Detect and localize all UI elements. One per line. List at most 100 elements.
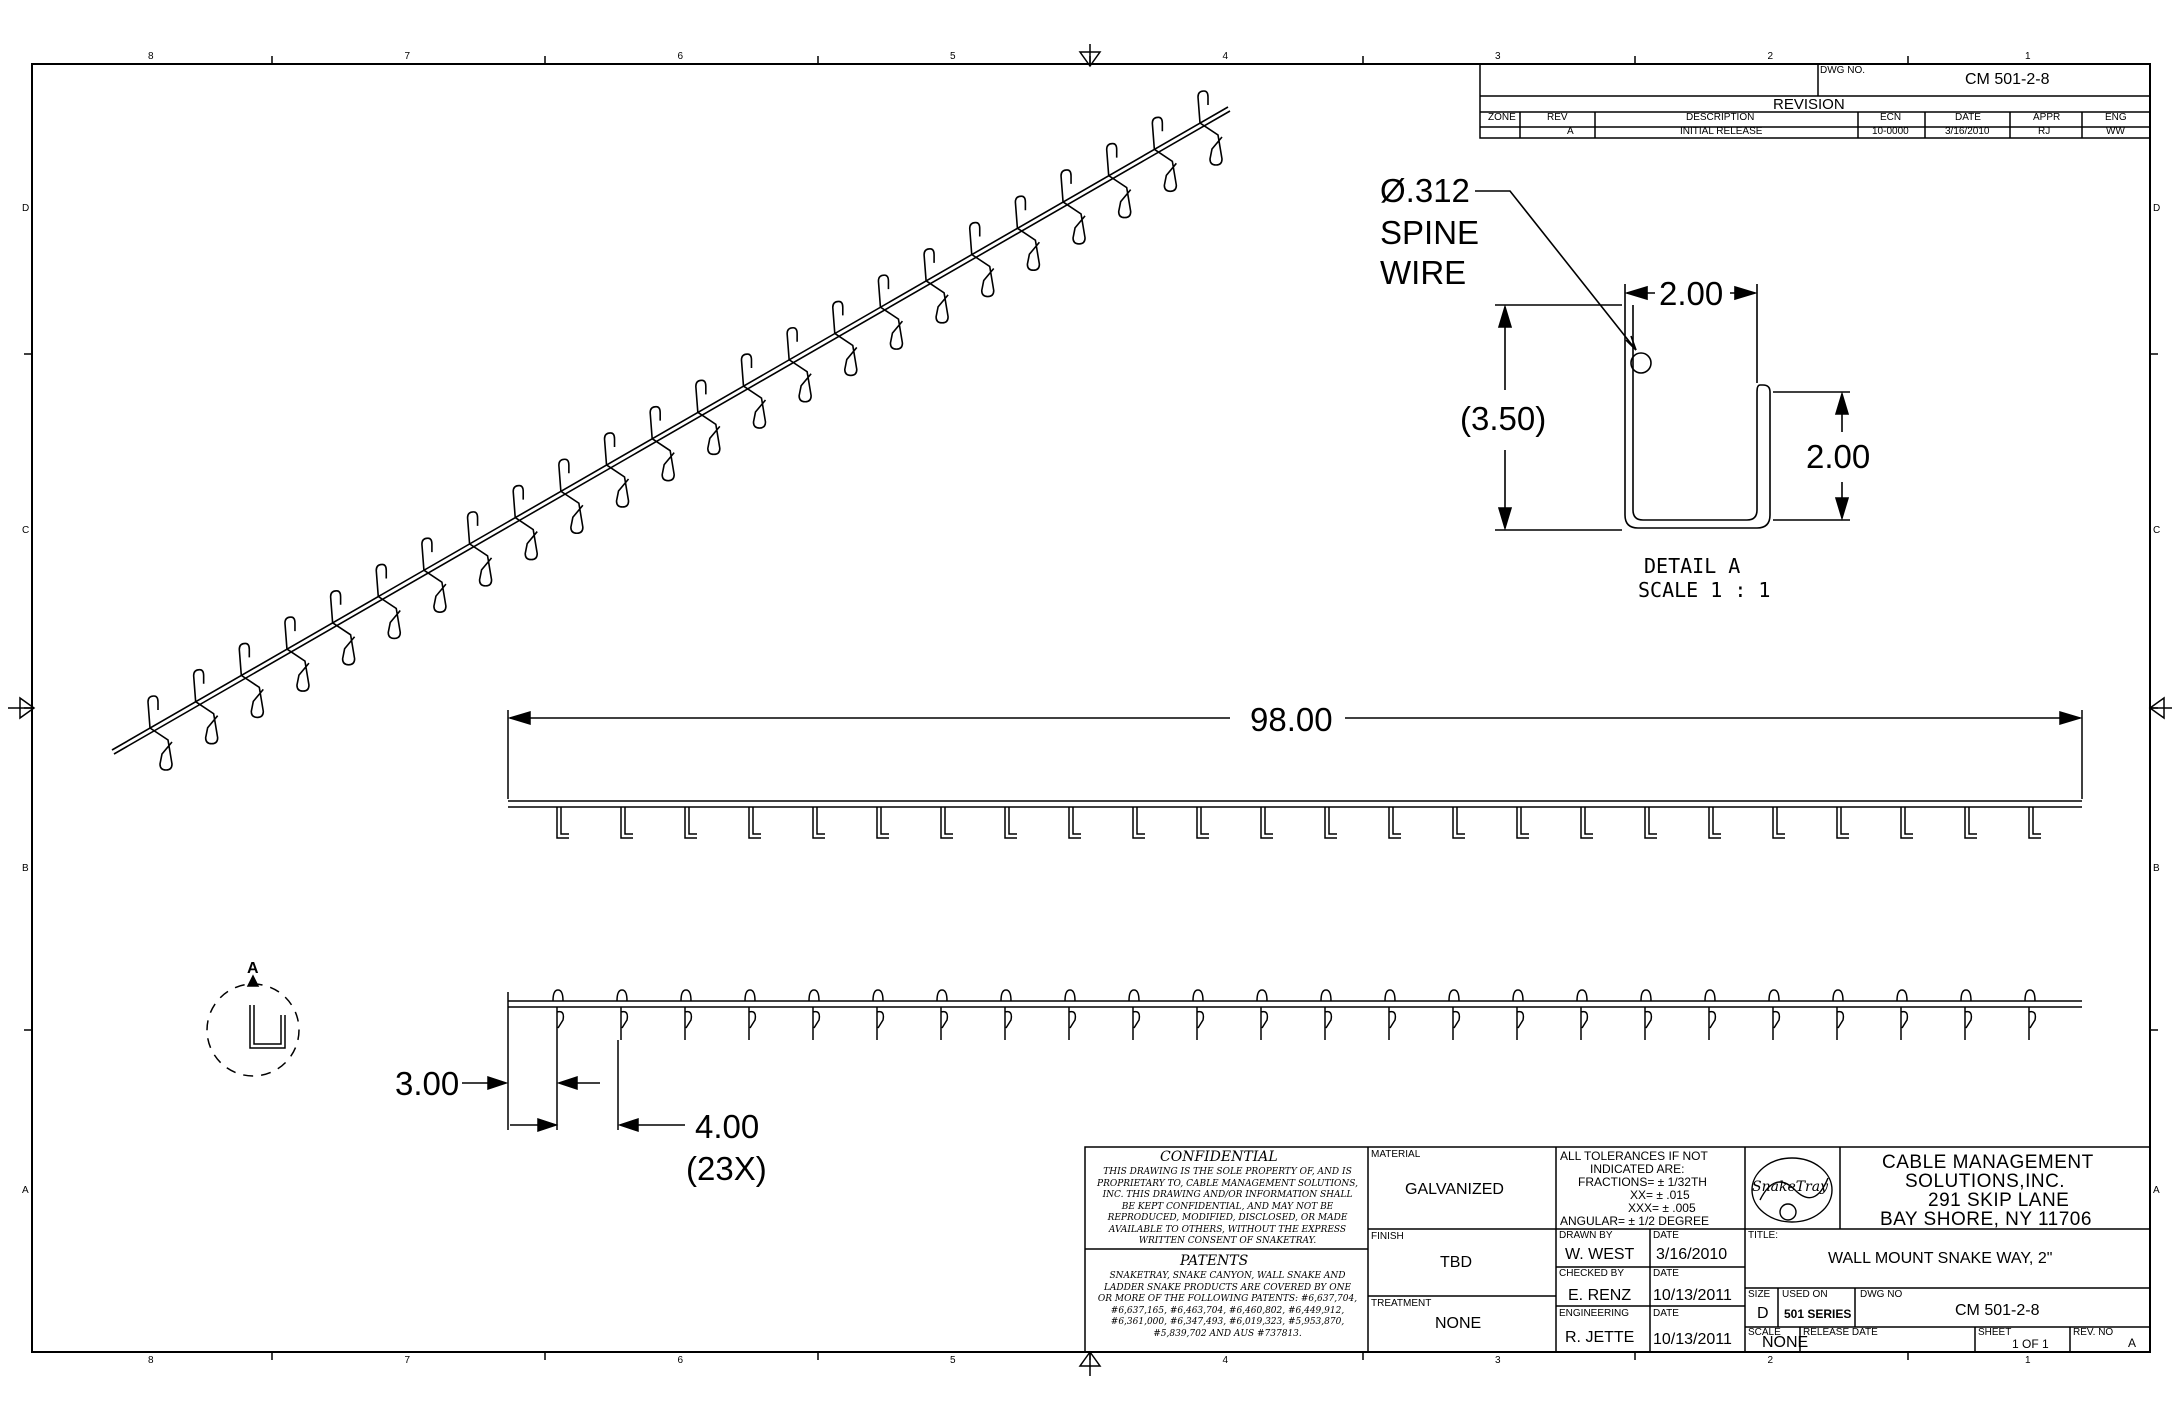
- release-date-label: RELEASE DATE: [1803, 1327, 1878, 1338]
- tolerance-line: ALL TOLERANCES IF NOT: [1560, 1149, 1708, 1163]
- detail-a-profile: [1475, 190, 1850, 531]
- rev-header-zone: ZONE: [1488, 112, 1516, 123]
- checked-date-value: 10/13/2011: [1653, 1287, 1732, 1304]
- logo-text: SnakeTray: [1752, 1179, 1829, 1195]
- hook: [375, 563, 402, 640]
- detail-a-callout: [206, 974, 300, 1077]
- company-line: 291 SKIP LANE: [1928, 1190, 2070, 1211]
- pitch-dim: 4.00: [695, 1108, 760, 1145]
- sheet-label: SHEET: [1978, 1327, 2012, 1338]
- isometric-wire-strip: [111, 90, 1231, 771]
- dwg-no-title-label: DWG NO: [1860, 1289, 1903, 1300]
- spine-wire: [113, 110, 1231, 755]
- confidential-title: CONFIDENTIAL: [1160, 1149, 1278, 1165]
- zone-letter-right: A: [2153, 1185, 2160, 1196]
- checked-by-value: E. RENZ: [1568, 1287, 1632, 1304]
- zone-number-top: 7: [404, 51, 411, 62]
- drawing-border: [31, 63, 2151, 1353]
- zone-number-top: 2: [1767, 51, 1774, 62]
- top-hook: [2024, 989, 2037, 1040]
- title-block-grid: [1084, 1146, 2151, 1353]
- confidential-line: BE KEPT CONFIDENTIAL, AND MAY NOT BE: [1121, 1201, 1334, 1212]
- top-hook: [1896, 989, 1909, 1040]
- hook: [1105, 142, 1132, 219]
- rev-header-date: DATE: [1955, 112, 1981, 123]
- patents-line: LADDER SNAKE PRODUCTS ARE COVERED BY ONE: [1103, 1282, 1352, 1293]
- hook: [466, 511, 493, 587]
- front-tooth: [812, 807, 825, 839]
- drawn-by-label: DRAWN BY: [1559, 1230, 1613, 1241]
- hook: [831, 300, 858, 377]
- top-hook: [1960, 989, 1973, 1040]
- drawing-title: WALL MOUNT SNAKE WAY, 2": [1828, 1250, 2053, 1267]
- hook: [147, 695, 173, 771]
- front-tooth: [1708, 807, 1721, 839]
- scale-value: NONE: [1762, 1334, 1809, 1351]
- top-hook: [1448, 989, 1461, 1040]
- confidential-line: WRITTEN CONSENT OF SNAKETRAY.: [1138, 1236, 1317, 1246]
- company-line: BAY SHORE, NY 11706: [1880, 1209, 2092, 1230]
- front-tooth: [1772, 807, 1785, 839]
- size-label: SIZE: [1748, 1289, 1771, 1300]
- front-tooth: [1964, 807, 1977, 839]
- finish-label: FINISH: [1371, 1231, 1404, 1242]
- hook: [649, 405, 675, 482]
- hook: [512, 484, 539, 561]
- zone-number-bottom: 3: [1495, 1355, 1501, 1366]
- tolerance-line: INDICATED ARE:: [1590, 1162, 1685, 1176]
- front-tooth: [684, 807, 697, 839]
- hook: [1060, 169, 1086, 245]
- drawn-by-value: W. WEST: [1565, 1246, 1635, 1263]
- hook: [558, 458, 584, 535]
- top-hook: [616, 989, 629, 1040]
- zone-number-bottom: 4: [1222, 1355, 1229, 1366]
- confidential-line: PROPRIETARY TO, CABLE MANAGEMENT SOLUTIO…: [1097, 1178, 1358, 1189]
- hook: [968, 221, 995, 298]
- top-hook: [1000, 989, 1013, 1040]
- front-tooth: [1132, 807, 1145, 839]
- rev-row-eng: WW: [2106, 126, 2125, 137]
- detail-hook-dim: 2.00: [1806, 438, 1871, 475]
- pitch-count: (23X): [686, 1150, 767, 1187]
- section-marker-label: A: [247, 960, 259, 977]
- rev-row-rev: A: [1567, 126, 1574, 137]
- dwg-no-value: CM 501-2-8: [1955, 1302, 2040, 1319]
- zone-letter-right: B: [2153, 863, 2160, 874]
- tolerance-line: XXX= ± .005: [1628, 1201, 1696, 1215]
- detail-caption: DETAIL A: [1644, 554, 1741, 578]
- zone-number-bottom: 6: [677, 1355, 684, 1366]
- hook: [1151, 116, 1178, 193]
- hook: [695, 379, 721, 456]
- hook: [1197, 90, 1223, 166]
- rev-header-appr: APPR: [2033, 112, 2061, 123]
- hook: [192, 668, 219, 745]
- scale-label: SCALE: [1748, 1327, 1781, 1338]
- front-tooth: [1324, 807, 1337, 839]
- checked-date-label: DATE: [1653, 1268, 1679, 1279]
- zone-letter-left: A: [22, 1185, 29, 1196]
- start-offset-dim: 3.00: [395, 1065, 460, 1102]
- rev-no-label: REV. NO: [2073, 1327, 2114, 1338]
- front-tooth: [2028, 807, 2041, 839]
- front-tooth: [1260, 807, 1273, 839]
- top-hook: [1512, 989, 1525, 1040]
- front-tooth: [1900, 807, 1913, 839]
- rev-row-ecn: 10-0000: [1872, 126, 1909, 137]
- hook: [329, 589, 356, 666]
- spine-wire: [111, 106, 1229, 751]
- front-tooth: [1516, 807, 1529, 839]
- top-hook: [1704, 989, 1717, 1040]
- treatment-value: NONE: [1435, 1315, 1482, 1332]
- revision-table: [1479, 63, 2151, 150]
- finish-value: TBD: [1440, 1254, 1472, 1271]
- company-line: SOLUTIONS,INC.: [1905, 1171, 2066, 1192]
- confidential-line: THIS DRAWING IS THE SOLE PROPERTY OF, AN…: [1103, 1167, 1352, 1177]
- top-hook: [872, 989, 885, 1040]
- zone-number-bottom: 1: [2025, 1355, 2031, 1366]
- zone-letter-left: B: [22, 863, 29, 874]
- front-tooth: [556, 807, 569, 839]
- front-tooth: [1388, 807, 1401, 839]
- front-tooth: [1196, 807, 1209, 839]
- top-hook: [1640, 989, 1653, 1040]
- top-hook: [1576, 989, 1589, 1040]
